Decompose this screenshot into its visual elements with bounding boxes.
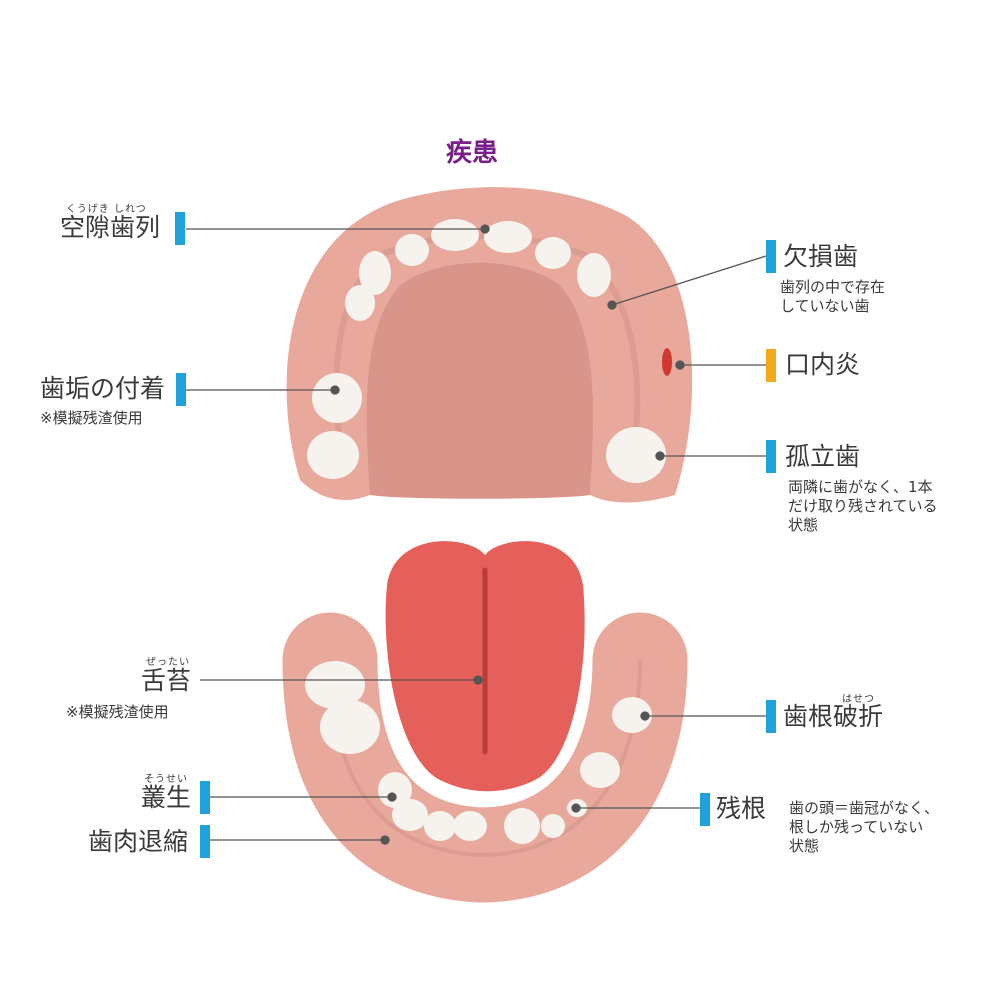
tooth: [359, 251, 391, 295]
leader-lines: [186, 224, 767, 845]
zankon-marker: [700, 793, 710, 826]
tooth: [392, 799, 428, 831]
hasetsu-ruby: はせつ: [842, 694, 875, 705]
kesson-label: 欠損歯: [783, 242, 859, 271]
hasetsu-marker: [766, 700, 776, 733]
zettai-label: 舌苔: [141, 666, 192, 695]
fractured-tooth: [612, 697, 652, 733]
tooth-with-plaque: [312, 373, 362, 423]
kesson-marker: [766, 240, 776, 273]
tooth: [535, 237, 571, 269]
zankon-label: 残根: [716, 794, 767, 823]
koritsu-marker: [766, 440, 776, 473]
konaien-marker: [766, 349, 776, 382]
hasetsu-label: 歯根破折: [783, 702, 884, 731]
sousei-ruby: そうせい: [144, 774, 188, 785]
kugeki-marker: [175, 212, 185, 245]
kugeki-ruby: くうげき しれつ: [66, 204, 147, 215]
shiko-label: 歯垢の付着: [40, 374, 166, 403]
tooth: [541, 814, 565, 838]
tooth: [577, 253, 611, 297]
konaien-label: 口内炎: [785, 350, 861, 379]
upper-jaw: [286, 187, 693, 503]
zettai-ruby: ぜったい: [146, 657, 190, 668]
tooth: [431, 219, 479, 251]
mouth-ulcer: [662, 348, 672, 376]
tooth: [484, 221, 532, 253]
tooth: [395, 234, 429, 266]
tooth: [320, 700, 380, 754]
koritsu-note: 両隣に歯がなく、1本 だけ取り残されている 状態: [788, 478, 938, 534]
shiko-note: ※模擬残渣使用: [40, 409, 143, 427]
tooth: [305, 661, 365, 709]
kugeki-label: 空隙歯列: [60, 213, 161, 242]
koritsu-label: 孤立歯: [785, 442, 861, 471]
tongue: [385, 541, 585, 792]
tooth: [580, 752, 620, 788]
tooth: [453, 811, 487, 841]
kesson-note: 歯列の中で存在 していない歯: [780, 278, 886, 315]
isolated-tooth: [606, 427, 666, 483]
tooth: [378, 772, 412, 808]
tooth: [504, 808, 540, 844]
tooth: [307, 431, 359, 479]
zankon-note: 歯の頭＝歯冠がなく、 根しか残っていない 状態: [789, 799, 940, 855]
shiko-marker: [176, 373, 186, 406]
shinikutaishuku-label: 歯肉退縮: [88, 827, 189, 856]
tooth: [424, 811, 456, 841]
lower-jaw: [282, 612, 688, 903]
shinikutaishuku-marker: [200, 825, 210, 858]
sousei-label: 叢生: [141, 783, 192, 812]
zettai-note: ※模擬残渣使用: [66, 703, 169, 721]
tooth: [345, 285, 375, 321]
sousei-marker: [200, 781, 210, 814]
page-title: 疾患: [446, 138, 499, 168]
